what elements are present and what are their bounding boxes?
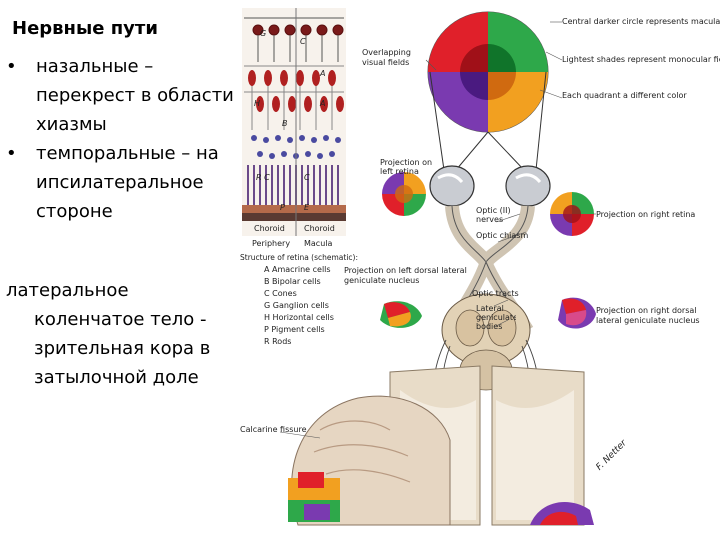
right-lgn-projection: [558, 297, 596, 329]
retina-letter-c: C: [300, 37, 306, 46]
slide-title: Нервные пути: [12, 18, 158, 39]
retina-letter-a: A: [319, 69, 325, 78]
legend-line-r: R Rods: [264, 337, 291, 346]
structure-label: Structure of retina (schematic):: [240, 253, 358, 262]
legend-line-g: G Ganglion cells: [264, 301, 329, 310]
label-lateral-geniculate: Lateral geniculate bodies: [476, 304, 516, 331]
periphery-label: Periphery: [252, 239, 290, 248]
label-projection-left-retina: Projection on left retina: [380, 158, 433, 176]
visual-fields-diagram: [427, 11, 549, 133]
bullet-item-nasal: • назальные – перекрест в области хиазмы: [6, 52, 242, 139]
legend-line-h: H Horizontal cells: [264, 313, 334, 322]
medial-brain: [288, 395, 451, 526]
retina-letter-h: H: [254, 99, 260, 108]
bottom-right-projection: [530, 502, 594, 525]
label-lightest-shades: Lightest shades represent monocular fiel…: [562, 55, 720, 64]
retina-letter-e: E: [304, 203, 310, 212]
legend-line-a: A Amacrine cells: [264, 265, 331, 274]
retina-letter-g: G: [260, 29, 266, 38]
retina-letter-rc: R C: [256, 173, 270, 182]
label-central-circle: Central darker circle represents macular…: [562, 17, 720, 26]
label-optic-tracts: Optic tracts: [472, 289, 519, 298]
label-projection-right-lgn: Projection on right dorsal lateral genic…: [596, 306, 700, 325]
paragraph-first-line: латеральное: [6, 280, 129, 301]
eyeballs: [429, 165, 551, 207]
retina-letter-a2: A: [319, 99, 325, 108]
bullet-list: •назальные – перекрест в области хиазмы …: [6, 52, 242, 226]
label-optic-chiasm: Optic chiasm: [476, 231, 528, 240]
retina-letter-p: P: [280, 203, 285, 212]
left-retina-projection: [382, 172, 426, 216]
bullet-marker: •: [6, 143, 17, 164]
choroid-left-label: Choroid: [254, 224, 285, 233]
label-calcarine-fissure: Calcarine fissure: [240, 425, 307, 434]
left-lgn-projection: [380, 301, 422, 328]
retina-letter-c2: C: [304, 173, 310, 182]
retina-schematic: G C A H A B R C C P E Choroid Choroid Pe…: [240, 8, 358, 346]
label-overlapping-fields: Overlapping visual fields: [362, 48, 411, 67]
right-retina-projection: [550, 192, 594, 236]
legend-line-p: P Pigment cells: [264, 325, 325, 334]
label-projection-right-retina: Projection on right retina: [596, 210, 695, 219]
paragraph-rest: коленчатое тело - зрительная кора в заты…: [34, 309, 211, 388]
legend-line-c: C Cones: [264, 289, 297, 298]
macula-label: Macula: [304, 239, 332, 248]
lgn-paragraph: латеральное коленчатое тело - зрительная…: [6, 276, 242, 392]
bullet-marker: •: [6, 56, 17, 77]
legend-line-b: B Bipolar cells: [264, 277, 321, 286]
label-projection-left-lgn: Projection on left dorsal lateral genicu…: [344, 266, 467, 285]
bullet-text: темпоральные – на ипсилатеральное сторон…: [36, 143, 219, 222]
bullet-text: назальные – перекрест в области хиазмы: [36, 56, 234, 135]
label-optic-nerves: Optic (II) nerves: [476, 206, 511, 224]
bullet-item-temporal: • темпоральные – на ипсилатеральное сторо…: [6, 139, 242, 226]
choroid-right-label: Choroid: [304, 224, 335, 233]
label-quadrant-color: Each quadrant a different color: [562, 91, 687, 100]
retina-letter-b: B: [282, 119, 288, 128]
visual-pathway-figure: G C A H A B R C C P E Choroid Choroid Pe…: [240, 0, 720, 530]
